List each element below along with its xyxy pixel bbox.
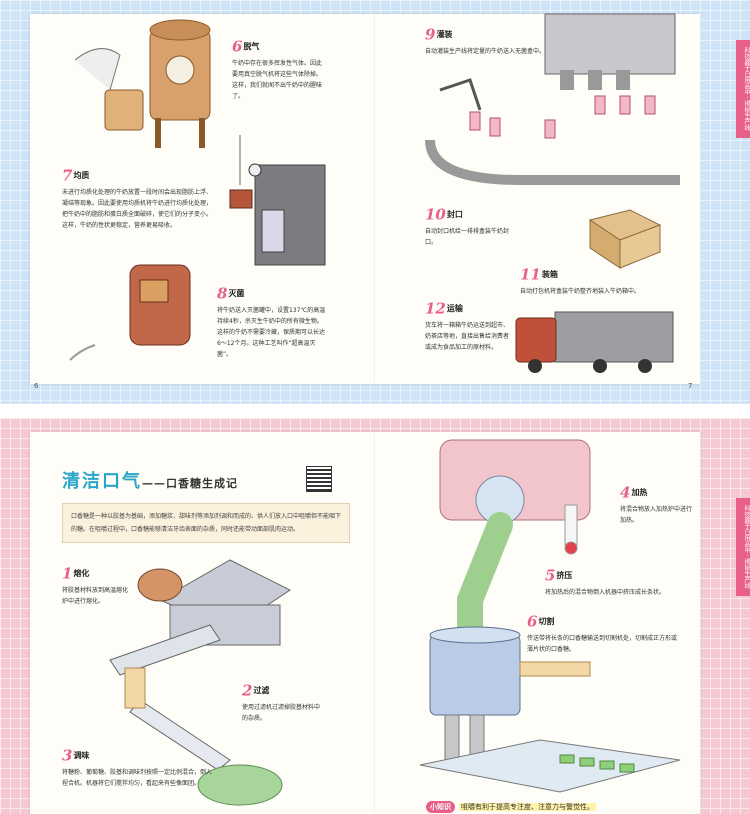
step-text: 将糖粉、葡萄糖、胶基和调味剂按照一定比例混合，倒入捏合机。机器将它们搅拌均匀，看… xyxy=(62,768,213,787)
step-text: 将牛奶送入灭菌罐中，设置137℃的高温持续4秒，杀灭生牛奶中的所有微生物。这样的… xyxy=(217,306,326,358)
step-number: 1 xyxy=(62,564,73,583)
step-title: 运输 xyxy=(446,304,463,313)
step-number: 11 xyxy=(520,265,541,284)
step-number: 3 xyxy=(62,746,73,765)
gum-step-5: 5挤压 将加热后的混合物倒入机器中挤压成长条状。 xyxy=(545,565,690,598)
cardboard-box-illustration xyxy=(588,209,662,269)
step-number: 8 xyxy=(217,284,228,303)
step-text: 传送带将长条的口香糖输送到切割机处，切割成正方形或薄片状的口香糖。 xyxy=(527,634,678,653)
step-text: 牛奶中存在很多挥发性气体。因此要用真空脱气机将这些气体除掉。这样，我们就闻不出牛… xyxy=(232,59,323,100)
vacuum-degasser-illustration xyxy=(229,135,326,266)
chapter-tab[interactable]: 科技藏于日用品中 · 揭秘生产线 xyxy=(736,40,750,138)
milk-step-7: 7均质 未进行均质化处理的牛奶放置一段时间会出现脂肪上浮、凝结等现象。因此要使用… xyxy=(62,165,212,231)
step-title: 过滤 xyxy=(253,686,270,695)
milk-step-11: 11装箱 自动打包机将盒装牛奶整齐地装入牛奶箱中。 xyxy=(520,264,670,297)
title-subtitle: ——口香糖生成记 xyxy=(142,477,238,490)
step-title: 加热 xyxy=(631,488,648,497)
step-text: 使用过滤机过滤掉胶基材料中的杂质。 xyxy=(242,703,321,722)
step-text: 将混合物放入加热炉中进行加热。 xyxy=(620,505,693,524)
gum-step-1: 1熔化 将胶基材料放到高温熔化炉中进行熔化。 xyxy=(62,563,132,607)
homogenizer-illustration xyxy=(69,264,191,361)
step-number: 4 xyxy=(620,483,631,502)
step-text: 未进行均质化处理的牛奶放置一段时间会出现脂肪上浮、凝结等现象。因此要使用均质机将… xyxy=(62,188,213,229)
step-number: 2 xyxy=(242,681,253,700)
step-number: 5 xyxy=(545,566,556,585)
step-text: 货车将一箱箱牛奶运送到超市、奶茶店等地，直接出售给消费者或成为食品加工的原材料。 xyxy=(425,321,510,351)
milk-spread: 科技藏于日用品中 · 揭秘生产线 xyxy=(0,0,750,404)
page-number-left: 6 xyxy=(34,382,39,390)
gum-step-6: 6切割 传送带将长条的口香糖输送到切割机处，切割成正方形或薄片状的口香糖。 xyxy=(527,611,677,655)
step-title: 灭菌 xyxy=(228,289,245,298)
step-number: 10 xyxy=(425,205,446,224)
step-number: 9 xyxy=(425,25,436,44)
step-text: 将胶基材料放到高温熔化炉中进行熔化。 xyxy=(62,586,129,605)
step-title: 调味 xyxy=(73,751,90,760)
step-title: 切割 xyxy=(538,617,555,626)
step-number: 6 xyxy=(527,612,538,631)
fun-fact-text: 咀嚼有利于提高专注度、注意力与警觉性。 xyxy=(459,803,596,811)
degassing-tower-illustration xyxy=(149,19,211,148)
milk-step-12: 12运输 货车将一箱箱牛奶运送到超市、奶茶店等地，直接出售给消费者或成为食品加工… xyxy=(425,298,510,353)
filling-line-illustration xyxy=(425,13,680,185)
qr-code-icon[interactable] xyxy=(306,466,332,492)
milk-illustrations xyxy=(69,13,680,373)
step-title: 装箱 xyxy=(541,270,558,279)
fun-fact: 小知识咀嚼有利于提高专注度、注意力与警觉性。 xyxy=(426,794,596,813)
step-title: 熔化 xyxy=(73,569,90,578)
step-title: 灌装 xyxy=(436,30,453,39)
step-title: 挤压 xyxy=(556,571,573,580)
milk-step-10: 10封口 自动封口机给一排排盒装牛奶封口。 xyxy=(425,204,513,248)
milk-tank-illustration xyxy=(74,48,144,131)
step-text: 自动封口机给一排排盒装牛奶封口。 xyxy=(425,227,510,246)
milk-step-8: 8灭菌 将牛奶送入灭菌罐中，设置137℃的高温持续4秒，杀灭生牛奶中的所有微生物… xyxy=(217,283,327,360)
title-main: 清洁口气 xyxy=(62,471,142,492)
fun-fact-badge: 小知识 xyxy=(426,801,455,813)
gum-step-3: 3调味 将糖粉、葡萄糖、胶基和调味剂按照一定比例混合，倒入捏合机。机器将它们搅拌… xyxy=(62,745,212,789)
gum-page-title: 清洁口气——口香糖生成记 xyxy=(62,467,238,493)
chapter-tab[interactable]: 科技藏于日用品中 · 揭秘生产线 xyxy=(736,498,750,596)
delivery-truck-illustration xyxy=(515,311,674,373)
gum-step-2: 2过滤 使用过滤机过滤掉胶基材料中的杂质。 xyxy=(242,680,322,724)
gum-step-4: 4加热 将混合物放入加热炉中进行加热。 xyxy=(620,482,692,526)
step-text: 将加热后的混合物倒入机器中挤压成长条状。 xyxy=(545,588,666,596)
step-number: 7 xyxy=(62,166,73,185)
step-text: 自动打包机将盒装牛奶整齐地装入牛奶箱中。 xyxy=(520,287,641,295)
gum-intro: 口香糖是一种以胶基为基础，添加糖浆、甜味剂等添加剂调和而成的、供人们放入口中咀嚼… xyxy=(62,503,350,543)
step-title: 脱气 xyxy=(243,42,260,51)
milk-step-9: 9灌装 自动灌装生产线将定量的牛奶送入无菌盒中。 xyxy=(425,24,545,57)
milk-step-6: 6脱气 牛奶中存在很多挥发性气体。因此要用真空脱气机将这些气体除掉。这样，我们就… xyxy=(232,36,327,102)
step-number: 6 xyxy=(232,37,243,56)
step-title: 封口 xyxy=(446,210,463,219)
step-number: 12 xyxy=(425,299,446,318)
step-title: 均质 xyxy=(73,171,90,180)
page-number-right: 7 xyxy=(688,382,693,390)
step-text: 自动灌装生产线将定量的牛奶送入无菌盒中。 xyxy=(425,47,546,55)
